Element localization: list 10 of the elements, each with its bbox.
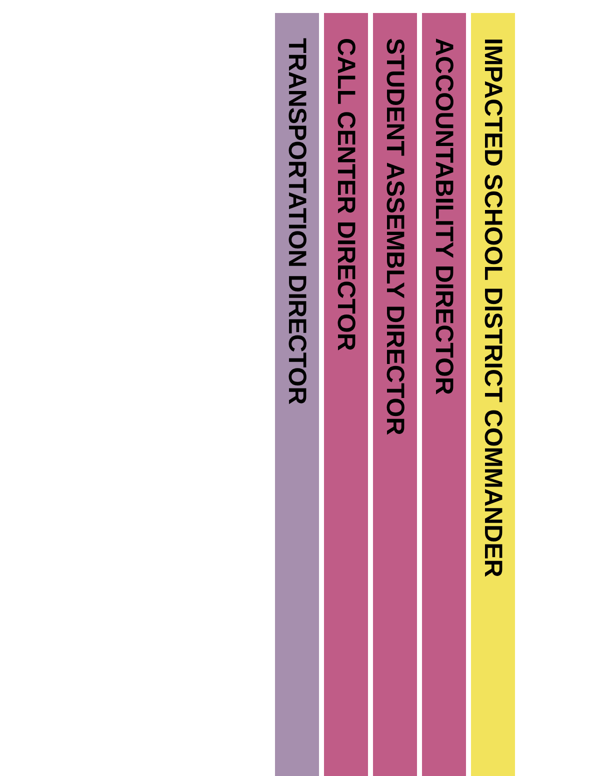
role-title: STUDENT ASSEMBLY DIRECTOR xyxy=(380,38,410,438)
role-bar xyxy=(471,13,515,776)
role-bar xyxy=(324,13,368,776)
role-bar xyxy=(422,13,466,776)
role-title: ACCOUNTABILITY DIRECTOR xyxy=(429,38,459,397)
role-title: TRANSPORTATION DIRECTOR xyxy=(282,38,312,407)
role-bar xyxy=(275,13,319,776)
role-bar xyxy=(373,13,417,776)
role-title: CALL CENTER DIRECTOR xyxy=(331,38,361,353)
role-title: IMPACTED SCHOOL DISTRICT COMMANDER xyxy=(478,38,508,580)
